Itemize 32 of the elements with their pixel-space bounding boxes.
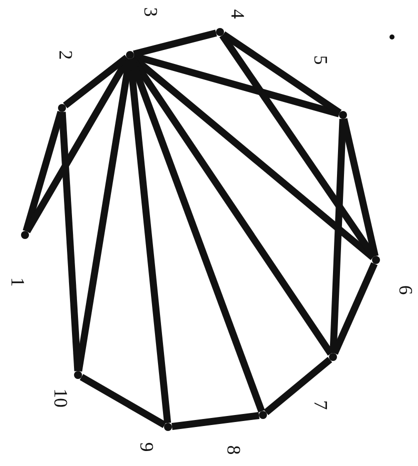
vertex-dot (216, 28, 224, 36)
vertex-label: 3 (140, 7, 160, 17)
graph-edge (172, 412, 260, 430)
vertex-label: 2 (56, 50, 74, 60)
graph-edge (58, 112, 82, 372)
vertex-label: 1 (8, 277, 26, 287)
graph-edge (132, 52, 340, 118)
graph-edge (126, 58, 172, 424)
graph-edge (133, 30, 217, 58)
vertex-label: 9 (136, 442, 156, 452)
graph-edge (63, 54, 129, 108)
vertex-label: 8 (224, 445, 242, 455)
vertex-label: 5 (310, 55, 330, 65)
vertex-dot (372, 256, 380, 264)
vertex-dot (259, 411, 267, 419)
graph-edge (221, 31, 342, 116)
vertex-label: 7 (310, 400, 330, 410)
vertex-label: 10 (50, 388, 70, 408)
vertex-label: 6 (396, 285, 414, 295)
graph-edge (80, 374, 166, 428)
graph-edge (330, 118, 346, 354)
graph-edge (130, 54, 376, 260)
vertex-dot (126, 51, 134, 59)
vertex-label: 4 (228, 9, 246, 19)
vertex-dot (339, 111, 347, 119)
graph-edge (75, 58, 133, 372)
graph-edge (264, 356, 332, 416)
vertex-dot (21, 231, 29, 239)
vertex-dot (164, 423, 172, 431)
vertex-dot (58, 104, 66, 112)
graph-edge (331, 262, 378, 355)
vertex-dot (74, 371, 82, 379)
